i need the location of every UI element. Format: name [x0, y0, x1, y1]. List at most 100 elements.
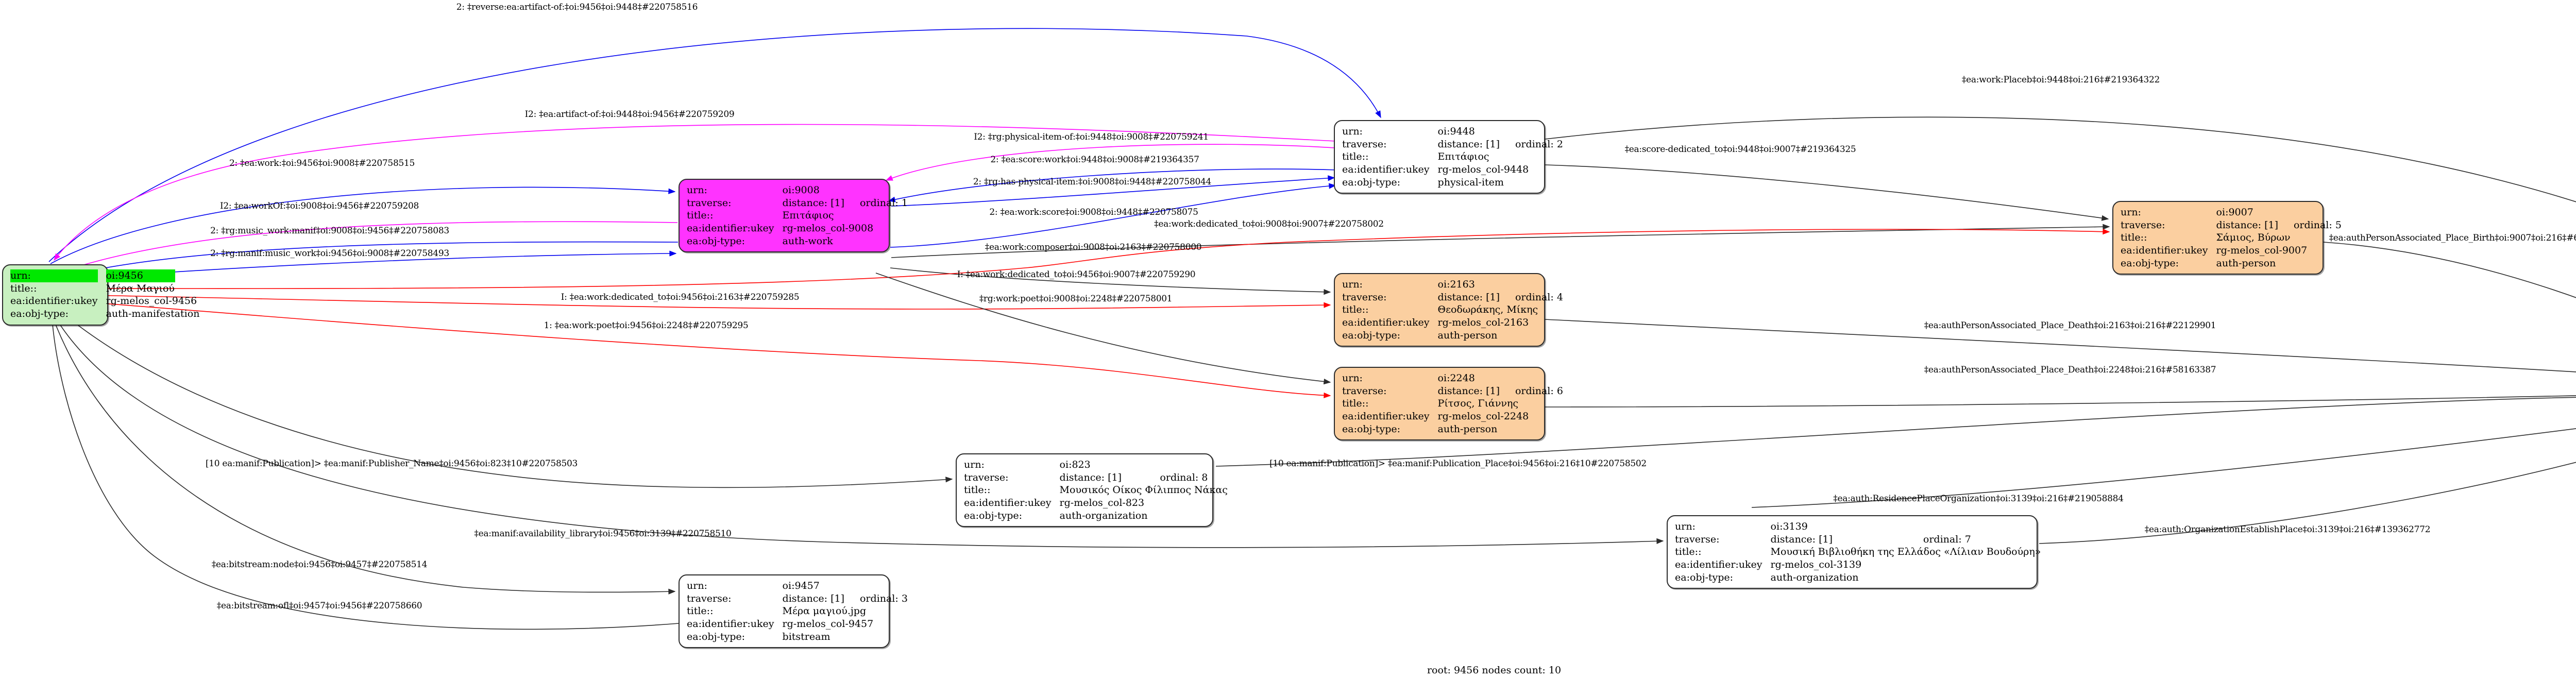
field-label-objtype: ea:obj-type: — [1342, 423, 1401, 435]
field-label-ukey: ea:identifier:ukey — [10, 295, 98, 307]
field-label-title: title:: — [964, 484, 991, 496]
edge-label: I2: ‡ea:workOf:‡oi:9008‡oi:9456‡#2207592… — [219, 201, 419, 211]
edge-label: 2: ‡reverse:ea:artifact-of:‡oi:9456‡oi:9… — [456, 2, 698, 12]
field-label-traverse: traverse: — [964, 471, 1009, 483]
edge-label: 2: ‡rg:manif:music_work‡oi:9456‡oi:9008‡… — [210, 248, 449, 259]
graph-edge — [57, 229, 2110, 289]
node-objtype: auth-person — [2216, 257, 2276, 269]
node-urn: oi:2248 — [1437, 372, 1475, 384]
node-ukey: rg-melos_col-9448 — [1437, 164, 1529, 176]
field-label-ukey: ea:identifier:ukey — [687, 618, 774, 630]
node-objtype: auth-person — [1437, 329, 1498, 341]
node-title: Επιτάφιος — [782, 210, 834, 222]
edge-label: ‡ea:work:composer‡oi:9008‡oi:2163‡#22075… — [985, 242, 1202, 252]
field-label-objtype: ea:obj-type: — [964, 510, 1023, 521]
graph-edge — [48, 28, 1381, 262]
field-label-ukey: ea:identifier:ukey — [964, 497, 1052, 509]
node-traverse-ordinal: ordinal: 3 — [859, 592, 908, 604]
node-urn: oi:9448 — [1437, 126, 1475, 137]
node-title: Μουσικός Οίκος Φίλιππος Νάκας — [1059, 484, 1228, 496]
field-label-title: title:: — [1342, 398, 1369, 410]
edge-label: 2: ‡rg:has-physical-item:‡oi:9008‡oi:944… — [973, 177, 1212, 187]
field-label-urn: urn: — [1342, 279, 1363, 290]
node-ukey: rg-melos_col-2163 — [1437, 317, 1529, 329]
node-traverse-distance: distance: [1] — [1059, 471, 1122, 483]
node-objtype: auth-work — [782, 235, 833, 247]
graph-edge — [2323, 242, 2576, 298]
field-label-objtype: ea:obj-type: — [1675, 571, 1734, 583]
edge-label: I: ‡ea:work:dedicated_to‡oi:9456‡oi:9007… — [957, 269, 1196, 280]
graph-edge — [890, 183, 1336, 248]
graph-edge — [54, 124, 1346, 261]
node-title: Σάμιος, Βύρων — [2216, 232, 2291, 244]
node-objtype: physical-item — [1437, 176, 1504, 188]
field-label-traverse: traverse: — [1342, 385, 1387, 397]
node-objtype: auth-manifestation — [106, 308, 200, 320]
graph-edge — [56, 241, 679, 280]
edge-label: I2: ‡rg:physical-item-of:‡oi:9448‡oi:900… — [974, 132, 1209, 142]
node-objtype: auth-organization — [1770, 571, 1859, 583]
field-label-ukey: ea:identifier:ukey — [1342, 411, 1430, 422]
graph-edge — [50, 186, 676, 264]
graph-footer: root: 9456 nodes count: 10 — [1427, 665, 1562, 676]
edge-label: 1: ‡ea:work:poet‡oi:9456‡oi:2248‡#220759… — [544, 320, 749, 331]
field-label-objtype: ea:obj-type: — [2121, 257, 2179, 269]
field-label-objtype: ea:obj-type: — [1342, 329, 1401, 341]
node-title: Μέρα Μαγιού — [106, 282, 175, 294]
node-objtype: bitstream — [782, 631, 831, 642]
field-label-title: title:: — [2121, 232, 2147, 244]
edge-label: ‡ea:score-dedicated_to‡oi:9448‡oi:9007‡#… — [1624, 144, 1856, 155]
edge-label: ‡ea:bitstream:ofl‡oi:9457‡oi:9456‡#22075… — [216, 601, 422, 611]
graph-edge — [1751, 428, 2576, 508]
node-urn: oi:2163 — [1437, 279, 1475, 290]
node-urn: oi:9008 — [782, 184, 820, 196]
edge-label: I2: ‡ea:artifact-of:‡oi:9448‡oi:9456‡#22… — [524, 109, 735, 120]
node-traverse-ordinal: ordinal: 6 — [1515, 385, 1563, 397]
field-label-title: title:: — [1342, 151, 1369, 163]
node-traverse-ordinal: ordinal: 5 — [2293, 219, 2342, 231]
node-title: Επιτάφιος — [1437, 151, 1489, 163]
graph-edge — [1545, 164, 2109, 221]
graph-edge — [57, 299, 1331, 399]
node-traverse-ordinal: ordinal: 8 — [1160, 471, 1208, 483]
node-traverse-ordinal: ordinal: 1 — [859, 197, 908, 209]
field-label-title: title:: — [687, 605, 714, 617]
edge-label: ‡ea:manif:availability_library‡oi:9456‡o… — [474, 529, 732, 539]
edge-label: ‡ea:bitstream:node‡oi:9456‡oi:9457‡#2207… — [211, 559, 428, 570]
node-title: Μέρα μαγιού.jpg — [782, 605, 867, 617]
field-label-title: title:: — [1675, 546, 1702, 558]
node-traverse-distance: distance: [1] — [782, 592, 844, 604]
field-label-traverse: traverse: — [687, 592, 732, 604]
edge-label: ‡ea:auth:OrganizationEstablishPlace‡oi:3… — [2144, 524, 2431, 535]
graph-edge — [890, 267, 1331, 295]
field-label-urn: urn: — [2121, 207, 2141, 218]
edge-label: ‡rg:work:poet‡oi:9008‡oi:2248‡#220758001 — [979, 294, 1173, 304]
node-urn: oi:823 — [1059, 459, 1091, 470]
graph-edge — [51, 311, 680, 630]
field-label-ukey: ea:identifier:ukey — [1342, 317, 1430, 329]
edge-label: 2: ‡ea:work:‡oi:9456‡oi:9008‡#220758515 — [229, 158, 415, 168]
field-label-urn: urn: — [1342, 126, 1363, 137]
field-label-urn: urn: — [10, 269, 98, 282]
graph-edge — [1545, 395, 2576, 408]
field-label-traverse: traverse: — [687, 197, 732, 209]
graph-edge — [885, 144, 1343, 181]
node-title: Μουσική Βιβλιοθήκη της Ελλάδος «Λίλιαν Β… — [1770, 546, 2041, 558]
edge-label: [10 ea:manif:Publication]> ‡ea:manif:Pub… — [205, 459, 578, 469]
